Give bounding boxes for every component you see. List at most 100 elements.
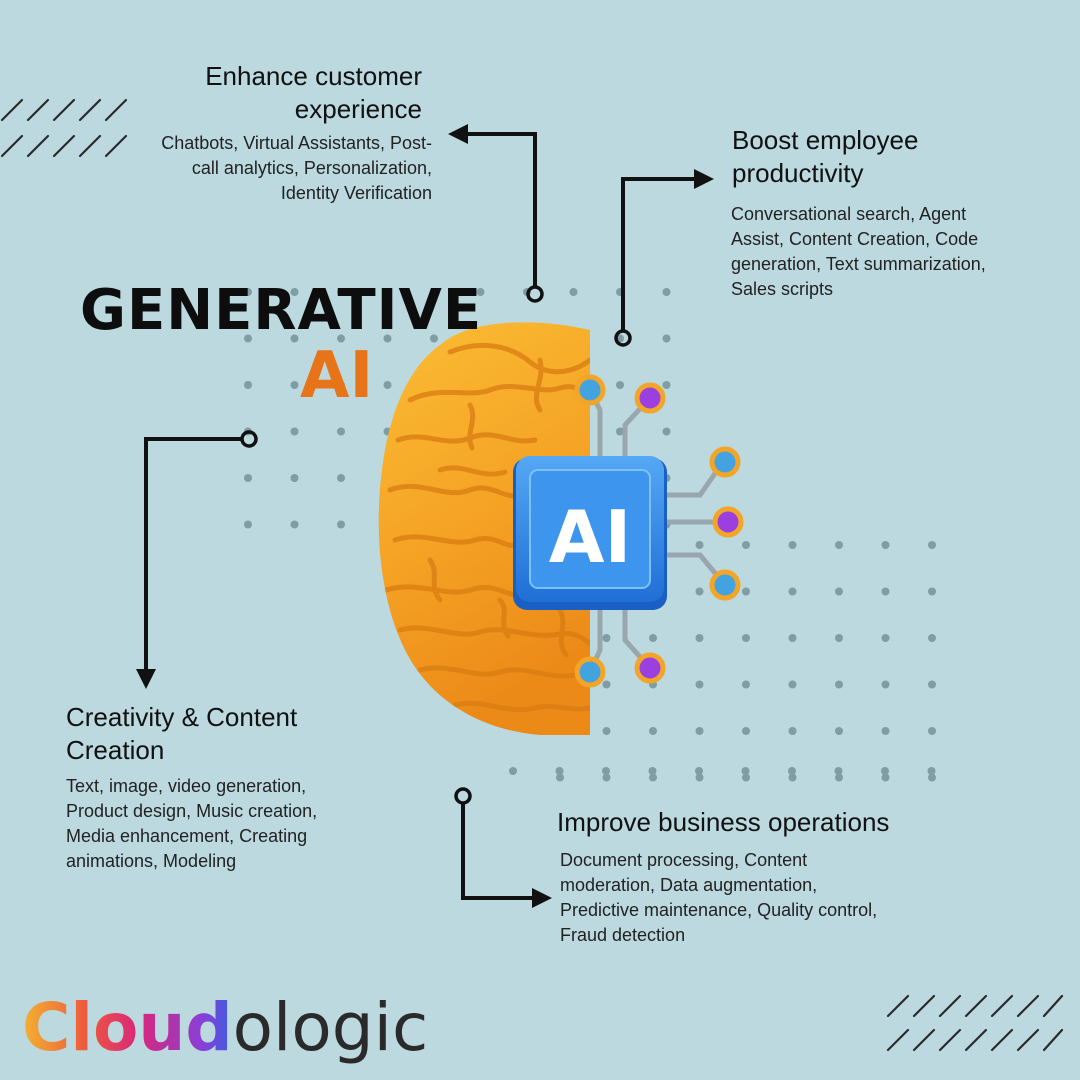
grid-dot	[602, 767, 610, 775]
grid-dot	[742, 587, 750, 596]
grid-dot	[383, 288, 392, 296]
business-operations-body: Document processing, Content moderation,…	[560, 850, 878, 945]
grid-dot	[788, 541, 797, 549]
grid-dot	[290, 288, 299, 296]
creativity-body: Text, image, video generation, Product d…	[66, 776, 318, 871]
grid-dot	[244, 334, 252, 343]
grid-dot	[788, 634, 797, 642]
grid-dot	[648, 767, 657, 775]
grid-dot	[337, 427, 345, 436]
grid-dot	[244, 474, 252, 482]
title-ai: AI	[300, 339, 374, 413]
grid-dot	[244, 288, 252, 296]
grid-dot	[928, 587, 936, 596]
arrow-icon	[136, 437, 241, 689]
grid-dot	[602, 727, 611, 735]
title-generative: GENERATIVE	[80, 278, 483, 343]
grid-dot	[928, 634, 936, 642]
brand-highlight: Cloud	[22, 989, 233, 1066]
grid-dot	[244, 520, 252, 529]
grid-dot	[788, 680, 797, 689]
customer-experience-body: Chatbots, Virtual Assistants, Post-call …	[161, 133, 432, 203]
grid-dot	[835, 634, 843, 642]
grid-dot	[788, 767, 796, 775]
employee-productivity-heading: Boost employee productivity	[732, 125, 919, 188]
grid-dot	[337, 381, 345, 389]
grid-dot	[244, 381, 252, 389]
grid-dot	[742, 680, 750, 689]
grid-dot	[835, 773, 843, 782]
grid-dot	[649, 727, 657, 735]
grid-dot	[788, 727, 797, 735]
grid-dot	[337, 288, 345, 296]
grid-dot	[290, 520, 299, 529]
grid-dot	[695, 773, 704, 782]
grid-dot	[695, 587, 704, 596]
grid-dot	[290, 334, 299, 343]
chip-label: AI	[549, 495, 632, 579]
grid-dot	[742, 727, 750, 735]
brand-rest: ologic	[232, 989, 429, 1066]
grid-dot	[835, 680, 843, 689]
grid-dot	[569, 288, 578, 296]
grid-dot	[383, 381, 392, 389]
grid-dot	[742, 541, 750, 549]
grid-dot	[290, 381, 299, 389]
arrow-icon	[461, 804, 552, 908]
grid-dot	[476, 288, 485, 296]
grid-dot	[928, 727, 936, 735]
grid-dot	[835, 541, 843, 549]
grid-dot	[662, 427, 671, 436]
grid-dot	[835, 587, 843, 596]
employee-productivity-body: Conversational search, Agent Assist, Con…	[731, 204, 986, 299]
grid-dot	[788, 587, 797, 596]
grid-dot	[556, 773, 564, 782]
grid-dot	[742, 773, 750, 782]
arrow-icon	[448, 124, 537, 286]
grid-dot	[602, 680, 611, 689]
ai-chip-icon: AI	[513, 456, 667, 610]
grid-dot	[695, 634, 704, 642]
grid-dot	[928, 541, 936, 549]
grid-dot	[290, 474, 299, 482]
grid-dot	[337, 520, 345, 529]
grid-dot	[928, 680, 936, 689]
grid-dot	[649, 634, 657, 642]
grid-dot	[881, 773, 890, 782]
grid-dot	[337, 474, 345, 482]
grid-dot	[835, 727, 843, 735]
grid-dot	[337, 334, 345, 343]
grid-dot	[881, 587, 890, 596]
grid-dot	[602, 773, 611, 782]
grid-dot	[602, 634, 611, 642]
grid-dot	[555, 767, 564, 775]
brand-logo: Cloudologic	[22, 990, 428, 1066]
grid-dot	[881, 680, 890, 689]
grid-dot	[881, 767, 889, 775]
grid-dot	[430, 334, 438, 343]
grid-dot	[881, 634, 890, 642]
grid-dot	[616, 427, 624, 436]
grid-dot	[383, 334, 392, 343]
grid-dot	[928, 773, 936, 782]
grid-dot	[695, 680, 704, 689]
grid-dot	[509, 767, 517, 775]
grid-dot	[881, 727, 890, 735]
grid-dot	[742, 634, 750, 642]
grid-dot	[649, 773, 657, 782]
business-operations-heading: Improve business operations	[557, 807, 890, 837]
grid-dot	[788, 773, 797, 782]
grid-dot	[430, 288, 438, 296]
arrow-icon	[621, 169, 714, 330]
grid-dot	[662, 288, 671, 296]
customer-experience-heading: Enhance customer experience	[205, 61, 422, 124]
grid-dot	[881, 541, 890, 549]
grid-dot	[616, 381, 624, 389]
grid-dot	[662, 334, 671, 343]
grid-dot	[695, 767, 703, 775]
creativity-heading: Creativity & Content Creation	[66, 702, 298, 765]
